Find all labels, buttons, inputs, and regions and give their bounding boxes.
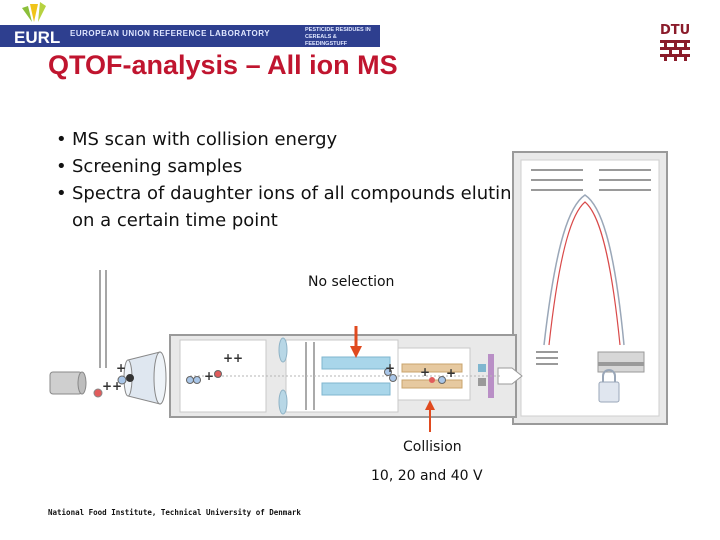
quadrupole-rod (321, 382, 391, 396)
ion-markers: + ++ ++ + + + + (93, 351, 456, 398)
detector-icon (598, 369, 620, 403)
svg-text:+: + (204, 369, 214, 383)
bullet-item: Spectra of daughter ions of all compound… (56, 180, 526, 234)
collision-cell-rod (401, 363, 463, 373)
eurl-logo-text: EURL (14, 28, 61, 47)
quadrupole-rod (321, 356, 391, 370)
no-selection-arrow (350, 326, 362, 358)
flight-tube (512, 151, 668, 425)
slide-title: QTOF-analysis – All ion MS (48, 50, 398, 80)
dtu-logo: DTU (660, 23, 690, 61)
svg-text:+: + (116, 361, 126, 375)
svg-text:++: ++ (102, 379, 122, 393)
lab-name: EUROPEAN UNION REFERENCE LABORATORY (70, 29, 271, 38)
eurl-logo (0, 2, 70, 47)
collision-voltages-label: 10, 20 and 40 V (371, 468, 483, 484)
reflectron-plates (531, 169, 651, 365)
bullet-item: Screening samples (56, 153, 526, 180)
instrument-body (169, 334, 523, 418)
dtu-logo-text: DTU (660, 23, 690, 38)
header-bar (0, 25, 380, 47)
svg-text:+: + (385, 361, 395, 375)
lab-subtitle: PESTICIDE RESIDUES IN CEREALS & FEEDINGS… (305, 27, 371, 47)
svg-text:++: ++ (223, 351, 243, 365)
ion-flight-path (543, 194, 625, 346)
bullet-list: MS scan with collision energy Screening … (56, 126, 526, 234)
no-selection-label: No selection (308, 274, 395, 290)
collision-arrow (425, 400, 435, 432)
footer-text: National Food Institute, Technical Unive… (48, 508, 301, 517)
bullet-item: MS scan with collision energy (56, 126, 526, 153)
svg-text:+: + (446, 366, 456, 380)
svg-text:+: + (420, 365, 430, 379)
ion-source (49, 270, 167, 405)
collision-label: Collision (403, 439, 462, 455)
